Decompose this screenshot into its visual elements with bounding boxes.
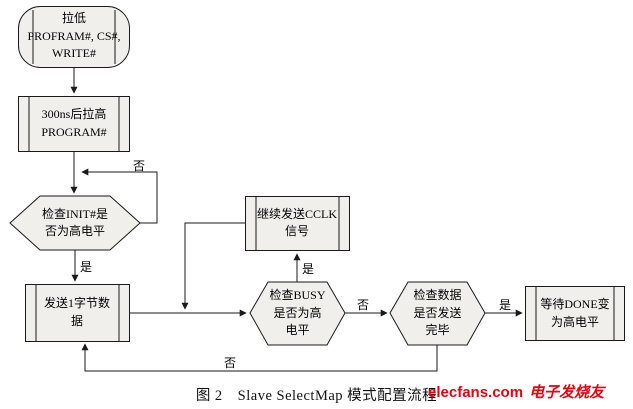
pull-high-node-shape — [18, 96, 130, 152]
check-init-decision-shape — [9, 195, 141, 251]
edge-cclk-feedback — [181, 222, 245, 310]
edge-checkinit-no-loop — [81, 168, 158, 224]
start-node-shape — [18, 6, 130, 68]
check-busy-decision-shape — [249, 281, 346, 346]
check-sent-decision-shape — [389, 281, 486, 346]
send-byte-node-shape — [25, 284, 130, 342]
watermark-brand: elecfans — [428, 384, 489, 401]
flow-connectors — [70, 68, 523, 372]
send-cclk-node-shape — [245, 196, 350, 251]
edge-checksent-no-loop — [81, 343, 438, 372]
watermark: elecfans.com 电子发烧友 — [428, 381, 604, 402]
watermark-tagline: 电子发烧友 — [529, 384, 605, 401]
watermark-domain: .com — [488, 384, 524, 401]
wait-done-node-shape — [525, 286, 625, 341]
process-side-bars — [28, 10, 615, 342]
figure-caption: 图 2 Slave SelectMap 模式配置流程 — [195, 388, 438, 404]
